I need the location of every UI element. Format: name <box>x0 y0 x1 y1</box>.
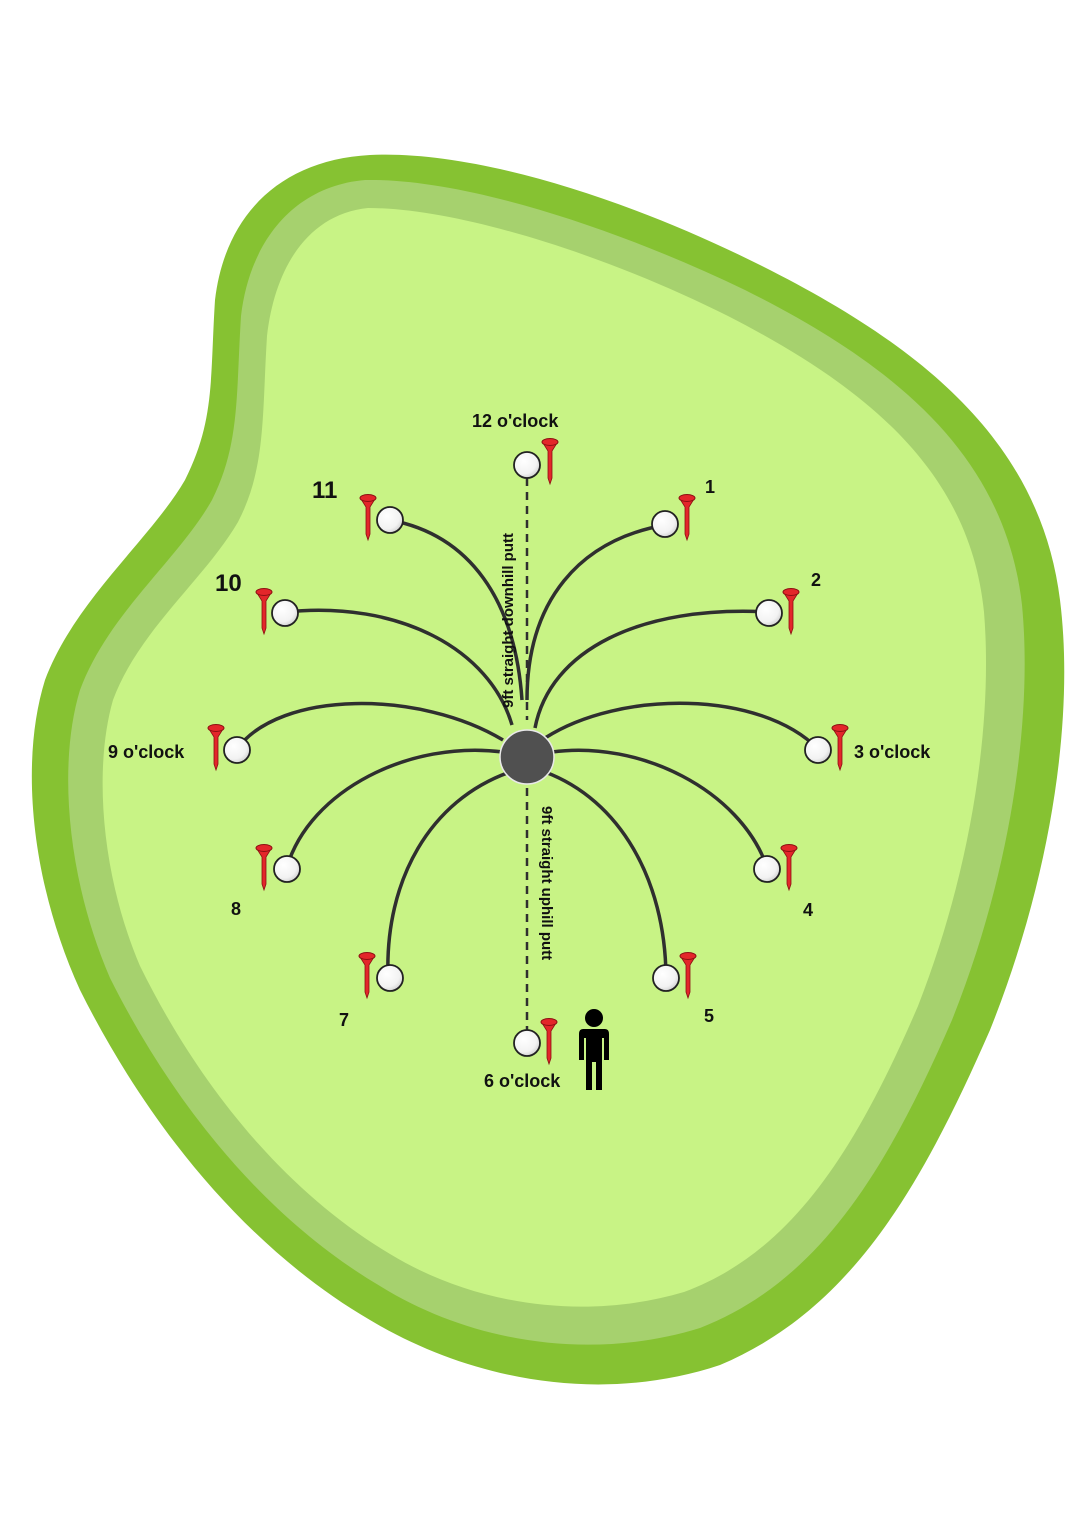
label-7: 7 <box>339 1010 349 1030</box>
clock-labels: 12 o'clock 1 2 3 o'clock 4 5 6 o'clock 7… <box>108 411 931 1091</box>
putt-line-9 <box>235 701 504 751</box>
tee-icon <box>782 588 800 636</box>
putt-line-10 <box>284 608 514 726</box>
golf-balls <box>223 451 832 1057</box>
tee-icon <box>540 1018 558 1066</box>
putt-line-4 <box>551 748 769 868</box>
tee-icon <box>780 844 798 892</box>
label-8: 8 <box>231 899 241 919</box>
hole-icon <box>499 729 555 785</box>
label-4: 4 <box>803 900 813 920</box>
tee-icon <box>359 494 377 542</box>
tee-icon <box>678 494 696 542</box>
uphill-putt-label: 9ft straight uphill putt <box>538 806 555 960</box>
putt-line-8 <box>285 748 504 868</box>
putting-green <box>31 154 1065 1385</box>
person-icon <box>579 1009 609 1090</box>
golf-ball-icon <box>223 736 251 764</box>
tee-icon <box>255 844 273 892</box>
golf-ball-icon <box>513 1029 541 1057</box>
breaking-putt-lines <box>235 518 820 977</box>
golf-ball-icon <box>753 855 781 883</box>
tee-icon <box>207 724 225 772</box>
golf-ball-icon <box>804 736 832 764</box>
label-11: 11 <box>312 477 337 504</box>
tee-icon <box>541 438 559 486</box>
golf-ball-icon <box>652 964 680 992</box>
tee-icon <box>679 952 697 1000</box>
putt-line-3 <box>544 701 820 751</box>
downhill-putt-label: 9ft straight downhill putt <box>500 533 517 708</box>
putt-line-1 <box>525 523 666 701</box>
tee-icon <box>358 952 376 1000</box>
golf-ball-icon <box>513 451 541 479</box>
golf-ball-icon <box>273 855 301 883</box>
tees <box>207 438 849 1066</box>
golf-ball-icon <box>376 964 404 992</box>
label-3-oclock: 3 o'clock <box>854 742 931 762</box>
tee-icon <box>831 724 849 772</box>
putt-line-11 <box>389 518 524 701</box>
tee-icon <box>255 588 273 636</box>
label-1: 1 <box>705 477 715 497</box>
putt-line-7 <box>386 770 511 977</box>
golf-ball-icon <box>376 506 404 534</box>
label-2: 2 <box>811 570 821 590</box>
label-12-oclock: 12 o'clock <box>472 411 559 431</box>
golf-ball-icon <box>755 599 783 627</box>
label-5: 5 <box>704 1006 714 1026</box>
label-10: 10 <box>215 570 242 597</box>
label-6-oclock: 6 o'clock <box>484 1071 561 1091</box>
golf-ball-icon <box>651 510 679 538</box>
putt-line-5 <box>544 770 668 977</box>
label-9-oclock: 9 o'clock <box>108 742 185 762</box>
golf-ball-icon <box>271 599 299 627</box>
putt-line-2 <box>533 609 770 729</box>
